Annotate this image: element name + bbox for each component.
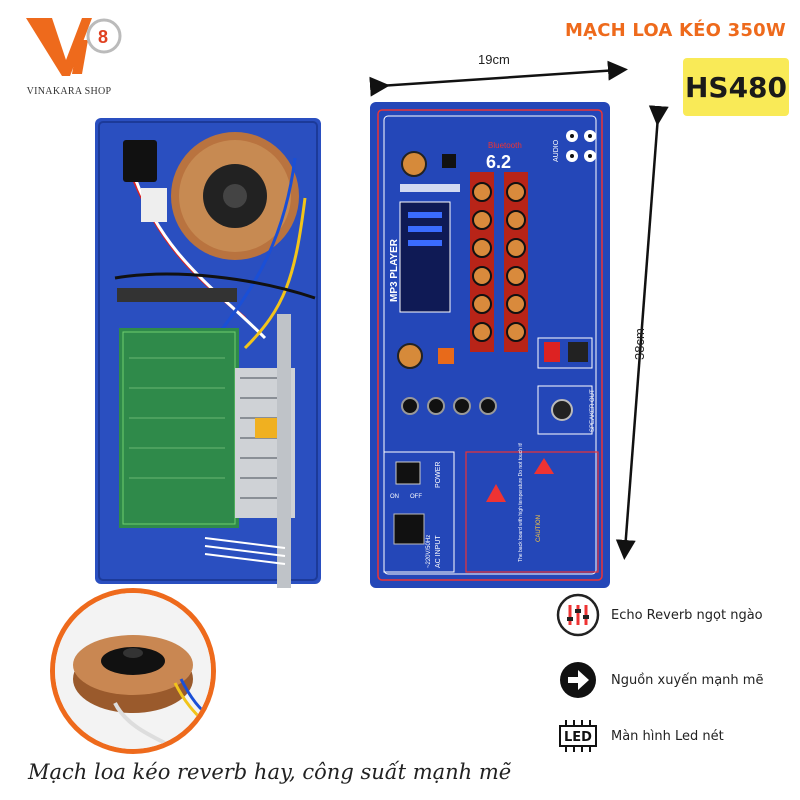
amplifier-board-back <box>95 118 321 588</box>
audio-label: AUDIO <box>553 139 560 162</box>
bluetooth-label: Bluetooth <box>488 141 522 150</box>
feature-label: Echo Reverb ngọt ngào <box>611 607 763 623</box>
led-display <box>399 201 451 313</box>
led-chip-icon: LED <box>559 720 597 752</box>
shop-name: VINAKARA SHOP <box>26 86 112 97</box>
model-badge: HS480 <box>683 58 789 116</box>
feature-power-supply: Nguồn xuyến mạnh mẽ <box>555 657 763 703</box>
brand-logo: 8 VINAKARA SHOP <box>14 10 124 100</box>
warning-triangle-icon <box>486 484 506 502</box>
player-label: MP3 PLAYER <box>389 238 400 302</box>
svg-text:8: 8 <box>98 27 108 47</box>
off-label: OFF <box>410 494 422 500</box>
green-pcb <box>119 328 239 528</box>
ac-socket <box>393 513 425 545</box>
volume-knob <box>401 151 427 177</box>
warning-text: The back board with high temperature Do … <box>518 443 524 562</box>
equalizer-icon <box>556 593 600 637</box>
slogan: Mạch loa kéo reverb hay, công suất mạnh … <box>28 760 512 784</box>
voltage-label: ~220V/50Hz <box>426 535 432 568</box>
speaker-out-label: SPEAKER OUT <box>590 389 596 432</box>
feature-led-display: LED Màn hình Led nét <box>555 713 724 759</box>
vinakara-logo-icon: 8 <box>26 18 122 76</box>
product-title: MẠCH LOA KÉO 350W <box>565 20 786 41</box>
feature-label: Nguồn xuyến mạnh mẽ <box>611 672 764 688</box>
height-label: 38cm <box>632 328 647 360</box>
caution-label: CAUTION <box>536 515 542 542</box>
power-switch <box>395 461 421 485</box>
svg-text:LED: LED <box>564 730 592 745</box>
transformer-photo <box>55 593 211 749</box>
feature-echo-reverb: Echo Reverb ngọt ngào <box>555 592 763 638</box>
ac-input-label: AC INPUT <box>435 535 442 568</box>
transformer-inset <box>50 588 216 754</box>
feature-label: Màn hình Led nét <box>611 728 724 744</box>
amplifier-front-panel: MP3 PLAYER Bluetooth 6.2 AUDIO SPEAKER O… <box>370 102 610 588</box>
power-label: POWER <box>435 462 442 488</box>
arrow-right-circle-icon <box>560 662 596 698</box>
bluetooth-version: 6.2 <box>486 152 511 172</box>
on-label: ON <box>390 494 399 500</box>
width-label: 19cm <box>478 52 510 67</box>
